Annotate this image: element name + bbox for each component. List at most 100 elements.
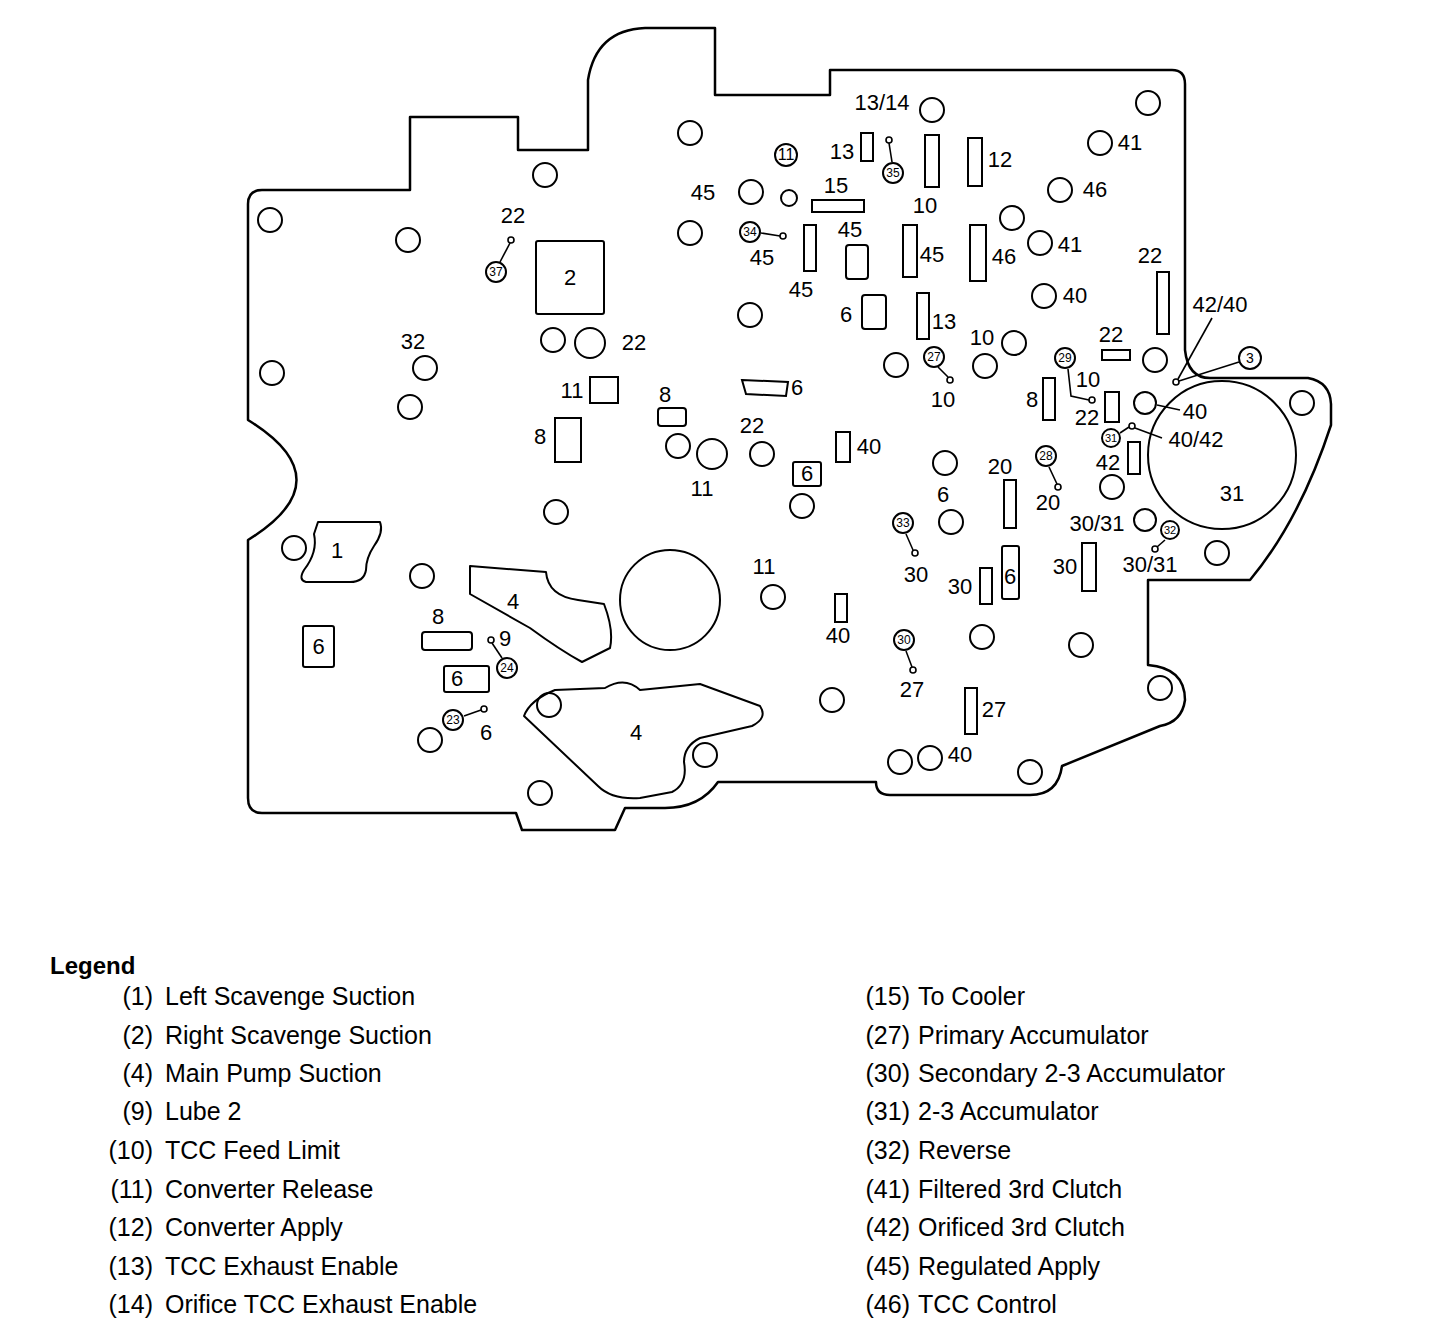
- port-slot: [836, 432, 850, 462]
- port-number: 28: [1039, 450, 1052, 462]
- leader-line: [1178, 318, 1212, 379]
- accumulator-bore: 31: [1147, 380, 1297, 530]
- check-ball-callout: 23: [442, 709, 464, 731]
- port-hole: [533, 163, 557, 187]
- port-slot: [1082, 543, 1096, 591]
- outline-circle: [486, 262, 506, 282]
- port-hole: [418, 728, 442, 752]
- port-number: 40/42: [1168, 429, 1223, 451]
- port-hole: [541, 328, 565, 352]
- port-hole: [697, 439, 727, 469]
- port-number: 11: [753, 556, 776, 578]
- port-number: 27: [900, 679, 924, 701]
- plate-outline: [248, 28, 1331, 830]
- port-hole: [1205, 541, 1229, 565]
- check-ball-callout: 35: [882, 162, 904, 184]
- port-slot: [555, 418, 581, 462]
- port-number: 40: [948, 744, 972, 766]
- legend-number: (27): [866, 1023, 910, 1048]
- port-number: 11: [778, 147, 795, 163]
- port-number: 4: [630, 722, 642, 744]
- port-number: 27: [927, 351, 940, 363]
- port-box: 6: [1001, 545, 1020, 600]
- legend-text: Secondary 2-3 Accumulator: [918, 1061, 1225, 1086]
- outline-circle: [1239, 347, 1261, 369]
- node-outline: [518, 674, 770, 806]
- port-hole: [781, 190, 797, 206]
- legend-number: (1): [122, 984, 153, 1009]
- port-number: 30: [904, 564, 928, 586]
- outline-circle: [775, 144, 797, 166]
- legend-text: TCC Feed Limit: [165, 1138, 340, 1163]
- port-slot: [861, 133, 873, 161]
- port-hole: [888, 750, 912, 774]
- port-hole: [666, 434, 690, 458]
- legend-number: (30): [866, 1061, 910, 1086]
- legend-text: Converter Apply: [165, 1215, 343, 1240]
- port-hole: [739, 180, 763, 204]
- port-number: 22: [1075, 407, 1099, 429]
- port-number: 2: [564, 267, 576, 289]
- port-number: 13/14: [854, 92, 909, 114]
- port-hole: [761, 585, 785, 609]
- port-slot: [422, 632, 472, 650]
- port-number: 15: [824, 175, 848, 197]
- check-ball-callout: 30: [893, 629, 915, 651]
- port-number: 46: [992, 246, 1016, 268]
- legend-number: (15): [866, 984, 910, 1009]
- ball-seat-dot: [947, 377, 953, 383]
- port-box: 6: [302, 625, 335, 668]
- check-ball-callout: 33: [892, 512, 914, 534]
- port-slot: [925, 135, 939, 187]
- legend-number: (12): [109, 1215, 153, 1240]
- port-number: 40: [826, 625, 850, 647]
- port-number: 31: [1105, 433, 1117, 444]
- port-number: 6: [791, 377, 803, 399]
- port-number: 13: [932, 311, 956, 333]
- port-number: 6: [937, 484, 949, 506]
- port-slot: [862, 295, 886, 329]
- check-ball-callout: 31: [1101, 428, 1121, 448]
- port-slot: [980, 568, 992, 604]
- check-ball-callout: 34: [739, 221, 761, 243]
- port-number: 1: [331, 540, 343, 562]
- port-number: 45: [838, 219, 862, 241]
- outline-circle: [1102, 429, 1120, 447]
- port-number: 22: [622, 332, 646, 354]
- port-number: 6: [801, 463, 813, 485]
- port-number: 45: [920, 244, 944, 266]
- legend-text: Regulated Apply: [918, 1254, 1100, 1279]
- port-slot: [742, 380, 788, 396]
- check-ball-callout: 11: [774, 143, 798, 167]
- port-hole: [398, 395, 422, 419]
- outline-circle: [1161, 521, 1179, 539]
- check-ball-callout: 32: [1160, 520, 1180, 540]
- port-number: 8: [534, 426, 546, 448]
- outline-circle: [443, 710, 463, 730]
- port-number: 8: [659, 384, 671, 406]
- outline-circle: [924, 347, 944, 367]
- port-hole: [820, 688, 844, 712]
- legend-text: Primary Accumulator: [918, 1023, 1149, 1048]
- port-number: 11: [691, 478, 714, 500]
- outline-circle: [740, 222, 760, 242]
- port-number: 29: [1058, 352, 1071, 364]
- ball-seat-dot: [912, 550, 918, 556]
- port-number: 8: [1026, 389, 1038, 411]
- port-slot: [1105, 392, 1119, 422]
- port-hole: [260, 361, 284, 385]
- port-number: 22: [740, 415, 764, 437]
- port-number: 45: [789, 279, 813, 301]
- port-hole: [1028, 231, 1052, 255]
- port-number: 30: [1053, 556, 1077, 578]
- port-number: 6: [1004, 566, 1016, 588]
- port-hole: [1143, 348, 1167, 372]
- suction-port: 4: [518, 674, 770, 806]
- legend-text: Lube 2: [165, 1099, 241, 1124]
- outline-shape: [524, 682, 763, 798]
- legend-number: (31): [866, 1099, 910, 1124]
- port-number: 40: [1183, 401, 1207, 423]
- leader-line: [1120, 427, 1129, 433]
- port-number: 33: [896, 517, 909, 529]
- legend-number: (41): [866, 1177, 910, 1202]
